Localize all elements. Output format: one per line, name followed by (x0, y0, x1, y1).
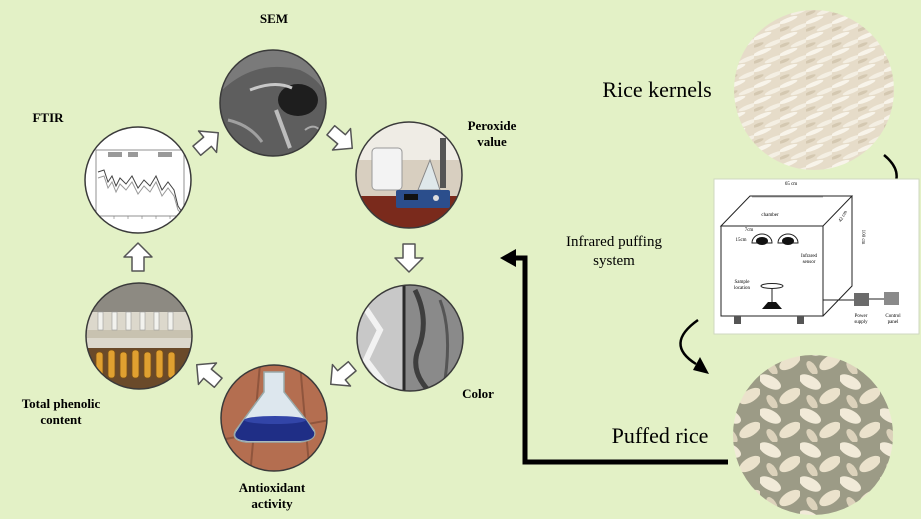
white-block-arrow-icon (329, 360, 357, 387)
sem-label: SEM (259, 11, 289, 26)
schematic-power-supply-label: Power supply (854, 314, 868, 325)
puffed-rice-image (733, 355, 893, 515)
ftir-label: FTIR (32, 110, 64, 125)
schematic-chamber-label: chamber (761, 213, 779, 218)
schematic-control-panel-label: Control panel (885, 314, 901, 325)
phenolic-tubes-image (86, 283, 192, 389)
sem-image (220, 50, 326, 156)
peroxide-lab-image (356, 122, 462, 228)
infrared-system-schematic (713, 178, 920, 335)
color-image (357, 285, 463, 391)
white-block-arrow-icon (195, 362, 223, 389)
rice-kernels-label: Rice kernels (602, 77, 712, 102)
black-curved-arrow-head (693, 357, 709, 374)
white-block-arrow-icon (123, 242, 153, 272)
infrared-puffing-system-label: Infrared puffing system (566, 234, 662, 269)
black-elbow-arrow-icon (514, 255, 728, 465)
black-curved-arrow-icon (679, 318, 699, 366)
rice-kernels-image (734, 10, 894, 170)
white-block-arrow-icon (394, 243, 424, 273)
white-block-arrow-icon (192, 130, 220, 157)
schematic-gap7-label: 7cm (744, 228, 754, 233)
schematic-gap15-label: 15cm (735, 238, 747, 243)
black-elbow-arrow-head (500, 249, 516, 267)
white-block-arrow-icon (326, 124, 354, 151)
schematic-width-label: 65 cm (784, 182, 798, 187)
schematic-sample-location-label: Sample location (733, 280, 751, 291)
schematic-height-label: 100 cm (860, 229, 865, 245)
total-phenolic-content-label: Total phenolic content (21, 396, 101, 427)
schematic-infrared-sensor-label: Infrared sensor (800, 254, 818, 265)
antioxidant-flask-image (221, 365, 327, 471)
ftir-spectrum-image (85, 127, 191, 233)
color-label: Color (462, 386, 494, 401)
antioxidant-activity-label: Antioxidant activity (238, 480, 306, 511)
peroxide-value-label: Peroxide value (467, 118, 517, 149)
puffed-rice-label: Puffed rice (611, 423, 709, 448)
